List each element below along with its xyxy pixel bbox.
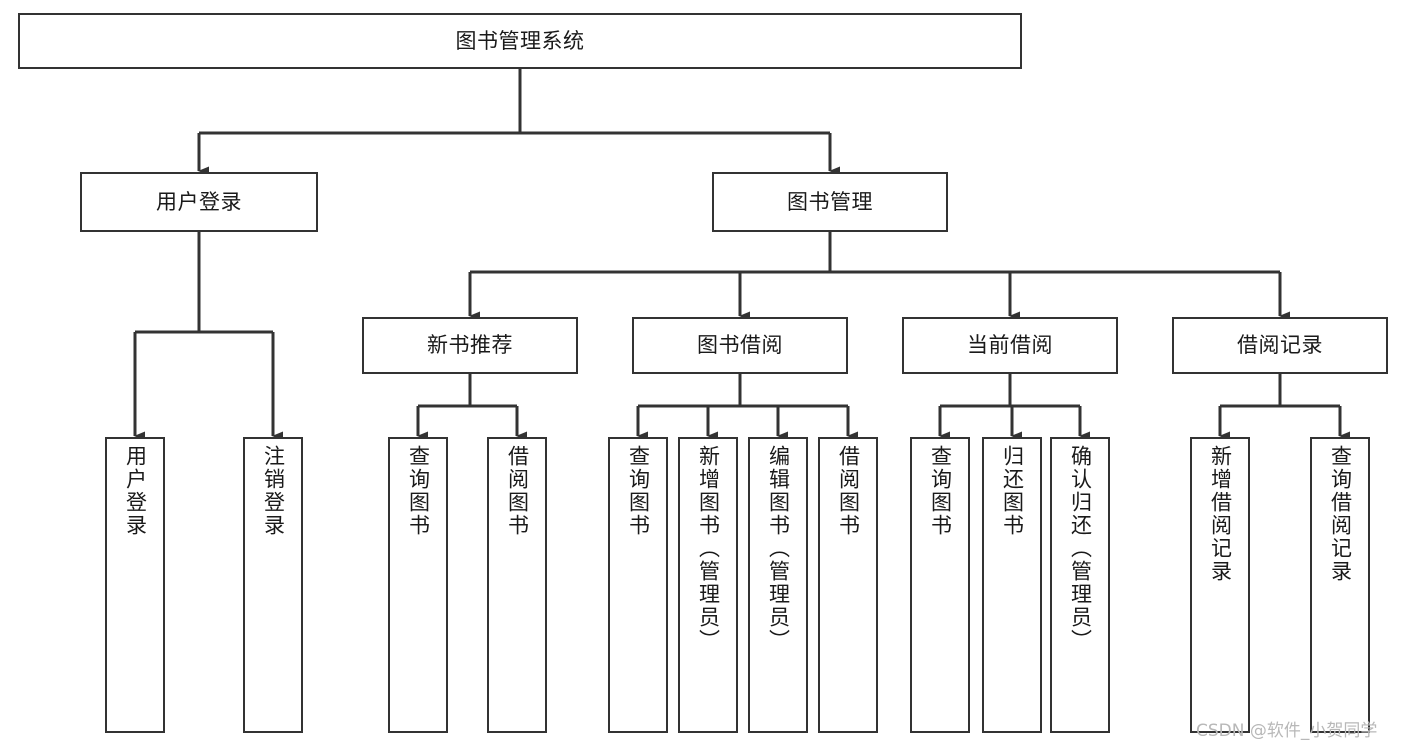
node-leaf-borrow-book-1[interactable]: 借阅图书 (487, 437, 547, 733)
node-leaf-query-book-1[interactable]: 查询图书 (388, 437, 448, 733)
node-leaf-user-logout[interactable]: 注销登录 (243, 437, 303, 733)
node-label-leaf-query-book-1: 查询图书 (406, 445, 431, 537)
node-label-leaf-query-book-2: 查询图书 (626, 445, 651, 537)
node-label-book-borrow: 图书借阅 (697, 333, 783, 358)
node-root[interactable]: 图书管理系统 (18, 13, 1022, 69)
node-leaf-query-book-2[interactable]: 查询图书 (608, 437, 668, 733)
node-leaf-edit-book-admin[interactable]: 编辑图书（管理员） (748, 437, 808, 733)
node-label-user-login: 用户登录 (156, 189, 242, 214)
node-leaf-borrow-book-2[interactable]: 借阅图书 (818, 437, 878, 733)
node-borrow-record[interactable]: 借阅记录 (1172, 317, 1388, 374)
node-label-root: 图书管理系统 (455, 28, 585, 53)
node-label-leaf-borrow-book-1: 借阅图书 (505, 445, 530, 537)
node-label-leaf-user-logout: 注销登录 (261, 445, 286, 537)
node-label-new-book-recommend: 新书推荐 (427, 333, 513, 358)
node-user-login[interactable]: 用户登录 (80, 172, 318, 232)
node-label-leaf-user-login: 用户登录 (123, 445, 148, 537)
node-leaf-add-book-admin[interactable]: 新增图书（管理员） (678, 437, 738, 733)
node-label-leaf-confirm-return-admin: 确认归还（管理员） (1068, 445, 1093, 652)
node-label-leaf-query-book-3: 查询图书 (928, 445, 953, 537)
node-leaf-user-login[interactable]: 用户登录 (105, 437, 165, 733)
node-new-book-recommend[interactable]: 新书推荐 (362, 317, 578, 374)
node-label-leaf-add-book-admin: 新增图书（管理员） (696, 445, 721, 652)
node-book-borrow[interactable]: 图书借阅 (632, 317, 848, 374)
node-label-leaf-add-borrow-record: 新增借阅记录 (1208, 445, 1233, 583)
node-leaf-return-book[interactable]: 归还图书 (982, 437, 1042, 733)
node-label-current-borrow: 当前借阅 (967, 333, 1053, 358)
node-leaf-add-borrow-record[interactable]: 新增借阅记录 (1190, 437, 1250, 733)
node-book-manage[interactable]: 图书管理 (712, 172, 948, 232)
node-label-book-manage: 图书管理 (787, 189, 873, 214)
node-label-leaf-return-book: 归还图书 (1000, 445, 1025, 537)
node-leaf-query-book-3[interactable]: 查询图书 (910, 437, 970, 733)
node-current-borrow[interactable]: 当前借阅 (902, 317, 1118, 374)
connector-lines (133, 69, 1350, 441)
node-label-borrow-record: 借阅记录 (1237, 333, 1323, 358)
node-leaf-query-borrow-record[interactable]: 查询借阅记录 (1310, 437, 1370, 733)
node-label-leaf-edit-book-admin: 编辑图书（管理员） (766, 445, 791, 652)
node-label-leaf-query-borrow-record: 查询借阅记录 (1328, 445, 1353, 583)
node-leaf-confirm-return-admin[interactable]: 确认归还（管理员） (1050, 437, 1110, 733)
node-label-leaf-borrow-book-2: 借阅图书 (836, 445, 861, 537)
